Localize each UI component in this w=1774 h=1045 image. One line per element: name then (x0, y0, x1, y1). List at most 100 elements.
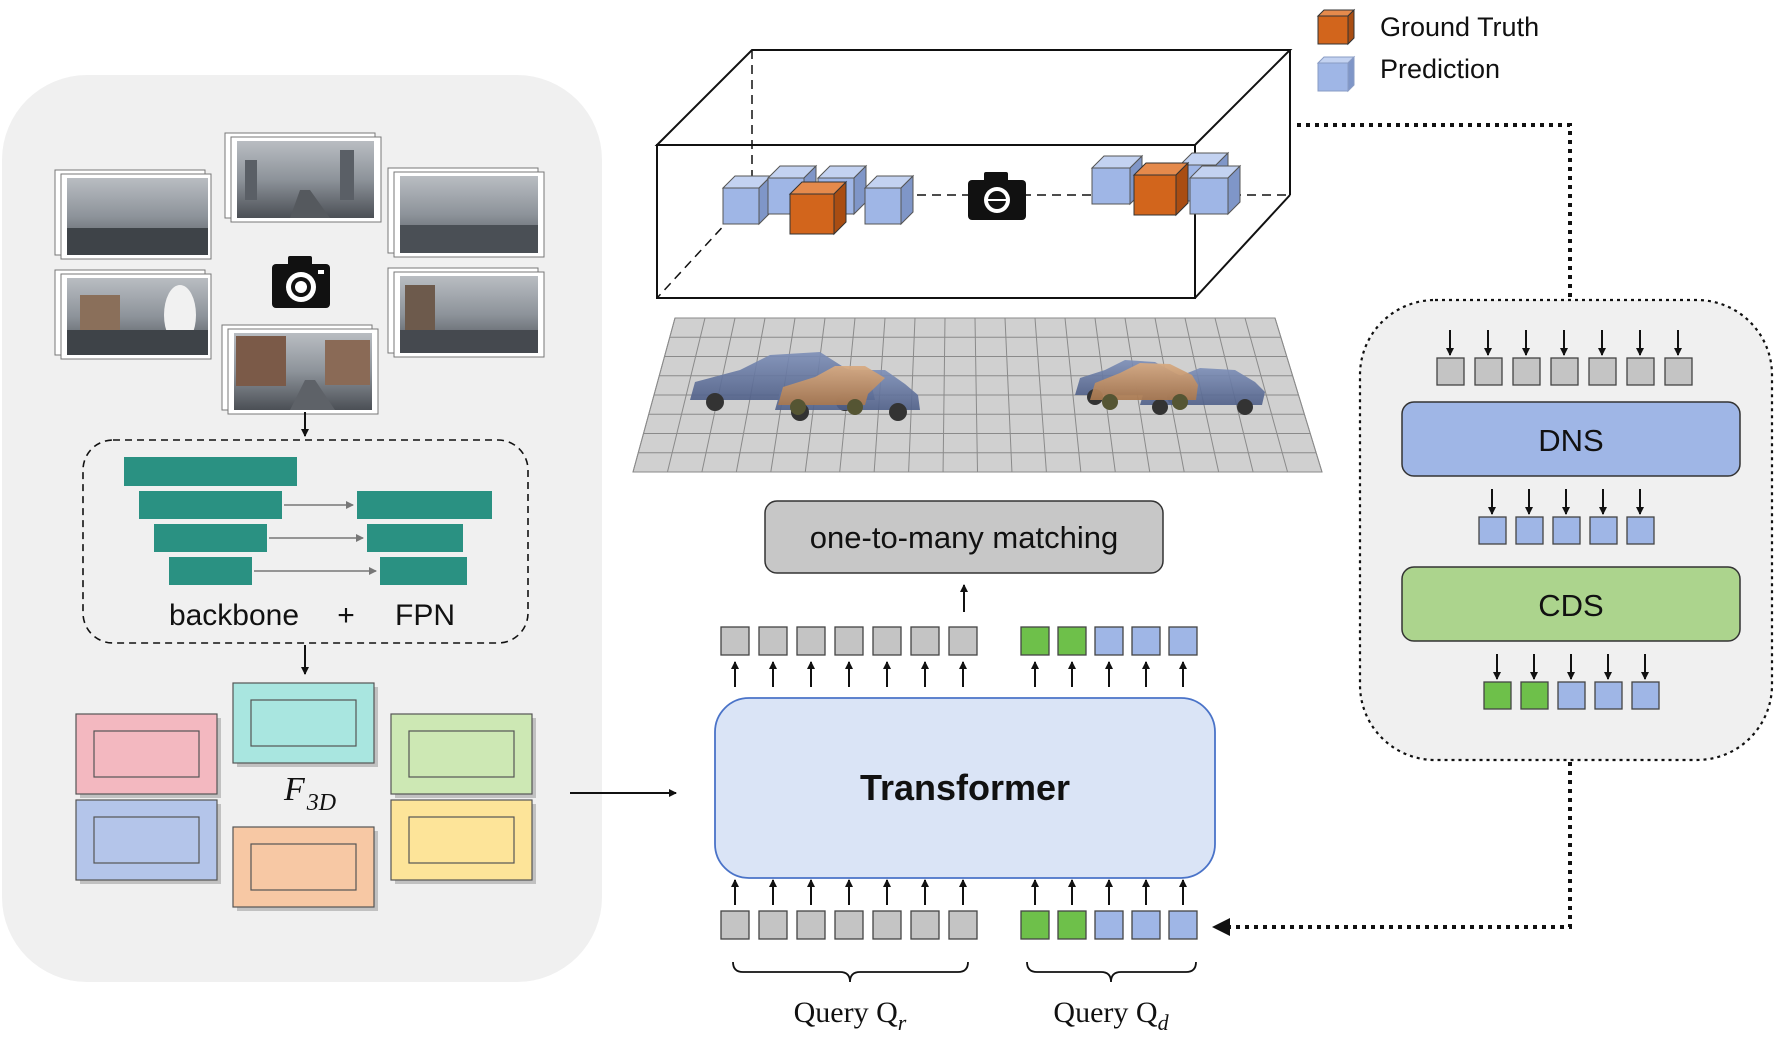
camera-image-back-right (387, 267, 545, 358)
bev-grid (632, 317, 1323, 473)
box-front-face (1133, 174, 1177, 216)
camera-image-front-right (387, 167, 545, 258)
feature-map-cyan (232, 682, 378, 767)
output-denoise-token (1168, 626, 1198, 656)
fpn-label: FPN (395, 599, 455, 632)
matching-box (764, 500, 1164, 574)
ground-truth-box (788, 180, 848, 236)
feature-map-green (390, 713, 536, 798)
input-regular-token (758, 910, 788, 940)
fpn-level-3 (380, 557, 467, 585)
prediction-box (863, 174, 915, 226)
backbone-level-3 (154, 524, 267, 552)
feature-map-pink (75, 713, 221, 798)
transformer-block (714, 697, 1216, 879)
prediction-box (1188, 164, 1242, 216)
camera-icon (272, 256, 330, 308)
box-front-face (722, 187, 760, 225)
backbone-label: backbone (169, 599, 299, 632)
panel-to-queries-connector (1230, 762, 1572, 929)
panel-tokens (1436, 330, 1693, 710)
panel-gray-token (1474, 357, 1503, 386)
denoise-panel: DNS CDS (1358, 298, 1774, 762)
output-denoise-token (1057, 626, 1087, 656)
output-regular-token (758, 626, 788, 656)
camera-image-front (224, 132, 382, 223)
box-front-face (1091, 167, 1131, 205)
feature-map-yellow (390, 799, 536, 884)
legend: Ground Truth Prediction (1316, 8, 1539, 93)
camera-image-back-left (54, 269, 212, 360)
box-front-face (1189, 177, 1229, 215)
panel-blue-token (1478, 516, 1507, 545)
panel-output-token (1631, 681, 1660, 710)
input-denoise-token (1057, 910, 1087, 940)
denoise-query-brace (1026, 961, 1197, 983)
input-regular-token (910, 910, 940, 940)
regular-query-brace (732, 961, 969, 983)
panel-output-token (1557, 681, 1586, 710)
panel-gray-token (1626, 357, 1655, 386)
input-regular-token (872, 910, 902, 940)
feature-map-peach (232, 826, 378, 911)
panel-output-token (1594, 681, 1623, 710)
backbone-level-2 (139, 491, 282, 519)
output-denoise-token (1094, 626, 1124, 656)
dns-label: DNS (1538, 423, 1603, 458)
scene-to-panel-connector (1297, 123, 1572, 298)
output-regular-token (834, 626, 864, 656)
feature-label: F3D (283, 771, 336, 816)
input-regular-token (948, 910, 978, 940)
panel-to-queries-arrowhead (1212, 918, 1230, 936)
input-denoise-token (1094, 910, 1124, 940)
backbone-level-4 (169, 557, 252, 585)
scene-camera-icon (968, 172, 1026, 220)
legend-prediction-icon (1316, 55, 1356, 93)
feature-maps-3d: F3D (75, 682, 536, 911)
panel-blue-token (1626, 516, 1655, 545)
denoise-query-label: Query Qd (1053, 996, 1169, 1035)
panel-gray-token (1436, 357, 1465, 386)
output-regular-token (948, 626, 978, 656)
transformer-label: Transformer (860, 767, 1070, 808)
cds-block (1401, 566, 1741, 642)
panel-blue-token (1515, 516, 1544, 545)
input-regular-token (834, 910, 864, 940)
output-regular-token (910, 626, 940, 656)
regular-query-label: Query Qr (794, 996, 907, 1035)
panel-gray-token (1550, 357, 1579, 386)
backbone-fpn-box: backbone + FPN (82, 439, 529, 644)
box-front-face (864, 187, 902, 225)
output-regular-token (796, 626, 826, 656)
input-tokens (720, 879, 1198, 940)
legend-prediction-label: Prediction (1380, 54, 1500, 84)
panel-output-token (1520, 681, 1549, 710)
panel-gray-token (1664, 357, 1693, 386)
feature-map-blue (75, 799, 221, 884)
box-front-face (789, 193, 835, 235)
car-orange-1 (778, 366, 885, 415)
camera-image-front-left (54, 169, 212, 260)
scene-boxes (721, 151, 1242, 236)
output-regular-token (720, 626, 750, 656)
output-denoise-token (1020, 626, 1050, 656)
ground-truth-box (1132, 161, 1190, 217)
input-denoise-token (1168, 910, 1198, 940)
backbone-level-1 (124, 457, 297, 486)
matching-label: one-to-many matching (810, 520, 1118, 555)
encoder-panel: backbone + FPN (2, 75, 602, 982)
plus-label: + (337, 599, 355, 632)
scene-3d-box (654, 49, 1293, 299)
dns-block (1401, 401, 1741, 477)
fpn-level-1 (357, 491, 492, 519)
panel-output-token (1483, 681, 1512, 710)
output-denoise-token (1131, 626, 1161, 656)
output-tokens (720, 626, 1198, 687)
panel-gray-token (1512, 357, 1541, 386)
car-orange-2 (1090, 363, 1198, 410)
panel-gray-token (1588, 357, 1617, 386)
input-regular-token (720, 910, 750, 940)
output-regular-token (872, 626, 902, 656)
fpn-level-2 (367, 524, 463, 552)
